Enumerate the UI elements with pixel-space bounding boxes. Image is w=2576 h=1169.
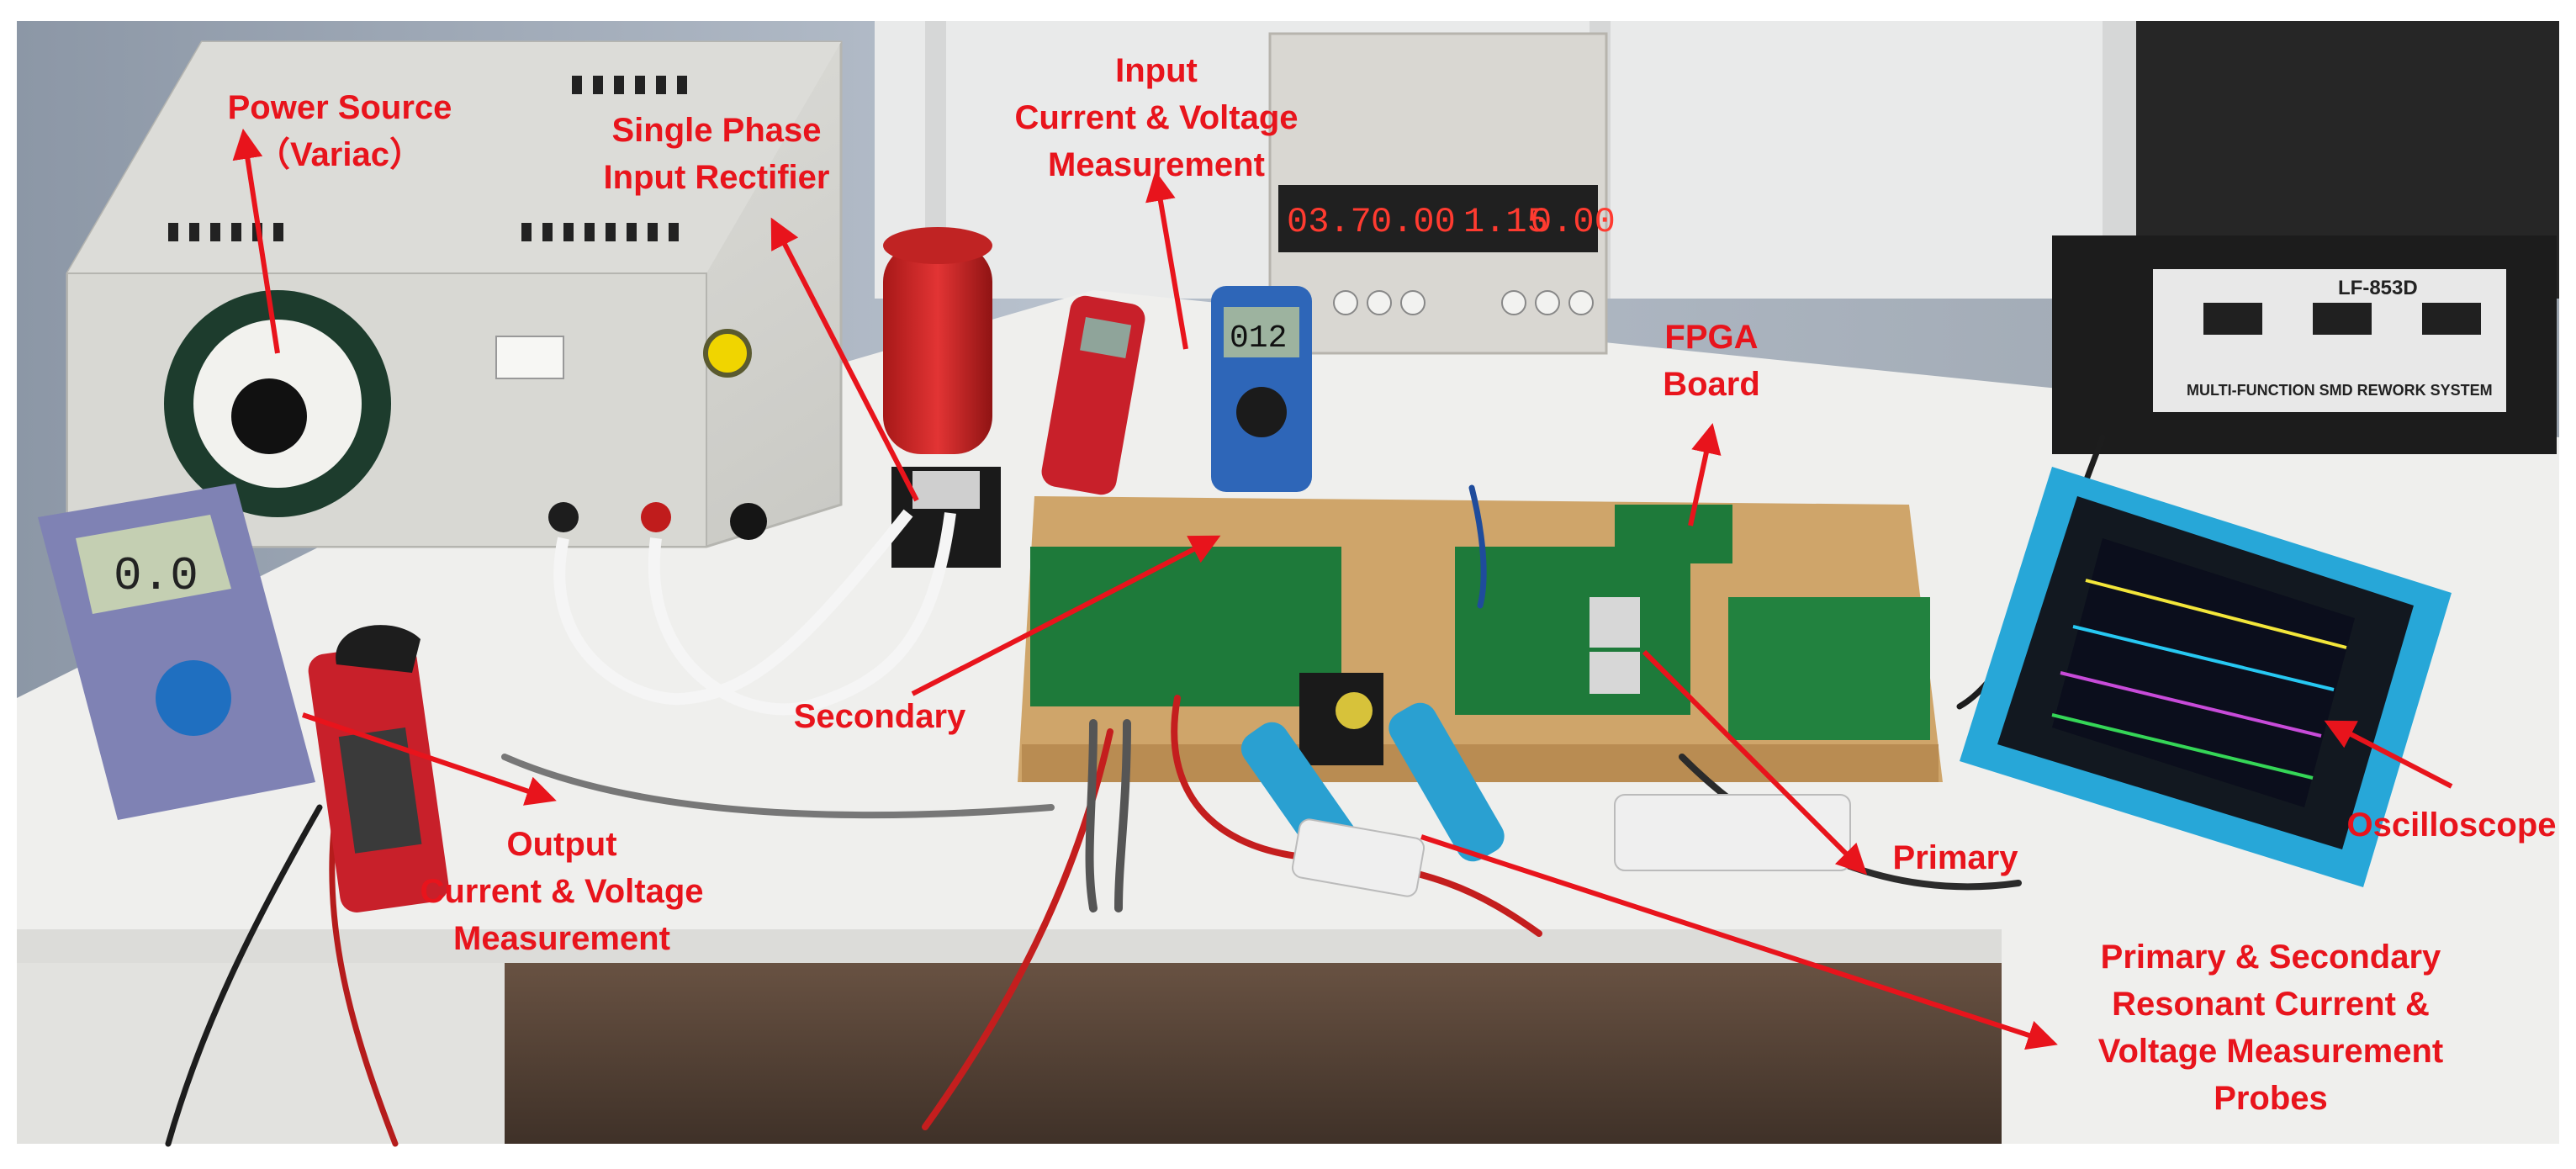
- psu-display-2: 0.00: [1371, 202, 1456, 242]
- label-line: Primary & Secondary: [2100, 939, 2441, 976]
- label-line: Probes: [2214, 1080, 2328, 1117]
- label-line: Primary: [1892, 839, 2018, 876]
- bench-edge: [17, 929, 2002, 963]
- label-primary: Primary: [1893, 834, 2018, 881]
- label-line: Oscilloscope: [2346, 807, 2557, 844]
- arrow-input-measurement: [1145, 170, 1188, 350]
- label-line: Output: [506, 826, 617, 863]
- output-multimeter-display: 0.0: [114, 549, 198, 603]
- rework-name: MULTI-FUNCTION SMD REWORK SYSTEM: [2187, 382, 2493, 399]
- label-line: Voltage Measurement: [2097, 1033, 2444, 1070]
- primary-pcb: [1455, 547, 1690, 715]
- control-pcb: [1728, 597, 1930, 740]
- label-line: Single Phase: [611, 112, 822, 149]
- label-line: Resonant Current &: [2112, 986, 2430, 1023]
- psu-display-4: 0.00: [1531, 202, 1616, 242]
- label-line: FPGA: [1664, 319, 1759, 356]
- arrow-fpga-board: [1688, 422, 1722, 526]
- arrow-output-measurement: [302, 712, 557, 806]
- arrow-power-source: [232, 128, 280, 354]
- secondary-pcb: [1030, 547, 1341, 706]
- label-resonant-probes: Primary & Secondary Resonant Current & V…: [2098, 934, 2444, 1122]
- input-multimeter: 012: [1211, 286, 1312, 492]
- label-line: Power Source: [227, 89, 452, 126]
- label-input-measurement: Input Current & Voltage Measurement: [1014, 47, 1298, 188]
- variac-knob: [231, 378, 307, 454]
- label-oscilloscope: Oscilloscope: [2347, 801, 2557, 849]
- label-line: Input Rectifier: [603, 159, 830, 196]
- white-cable: [553, 509, 913, 705]
- label-line: Input: [1115, 52, 1198, 89]
- arrow-oscilloscope: [2324, 720, 2453, 789]
- output-multimeter: 0.0: [38, 484, 315, 820]
- label-line: Current & Voltage: [1014, 99, 1299, 136]
- rework-model: LF-853D: [2338, 277, 2418, 299]
- current-probes: [1240, 702, 1851, 897]
- label-line: Measurement: [1048, 146, 1265, 183]
- label-secondary: Secondary: [794, 693, 966, 740]
- input-multimeter-display: 012: [1230, 320, 1287, 357]
- white-cable: [648, 512, 956, 716]
- label-output-measurement: Output Current & Voltage Measurement: [420, 821, 703, 962]
- psu-display-3: 1.15: [1463, 202, 1548, 242]
- oscilloscope: [1960, 467, 2452, 887]
- label-fpga-board: FPGA Board: [1663, 314, 1760, 408]
- label-line: Current & Voltage: [420, 873, 704, 910]
- arrow-resonant-probes: [1420, 834, 2058, 1050]
- output-clamp-meter: [308, 625, 449, 912]
- label-line: Measurement: [453, 920, 670, 957]
- input-clamp-meter: [1041, 295, 1145, 495]
- arrow-primary: [1642, 649, 1868, 875]
- label-line: Board: [1663, 366, 1760, 403]
- label-line: Secondary: [793, 698, 966, 735]
- fpga-pcb: [1615, 505, 1732, 563]
- arrow-secondary: [911, 535, 1221, 696]
- annotation-arrows: [232, 128, 2453, 1050]
- variac-power-source: [66, 40, 843, 548]
- label-line: （Variac）: [257, 136, 423, 173]
- psu-display-1: 03.7: [1287, 202, 1372, 242]
- label-input-rectifier: Single Phase Input Rectifier: [604, 107, 830, 201]
- dc-power-supply: 03.7 0.00 1.15 0.00: [1268, 32, 1616, 355]
- label-power-source: Power Source （Variac）: [228, 84, 452, 178]
- arrow-input-rectifier: [770, 217, 919, 502]
- indicator-lamp-icon: [703, 329, 752, 378]
- rework-station: LF-853D MULTI-FUNCTION SMD REWORK SYSTEM: [2052, 235, 2557, 454]
- bench-leg: [17, 963, 505, 1144]
